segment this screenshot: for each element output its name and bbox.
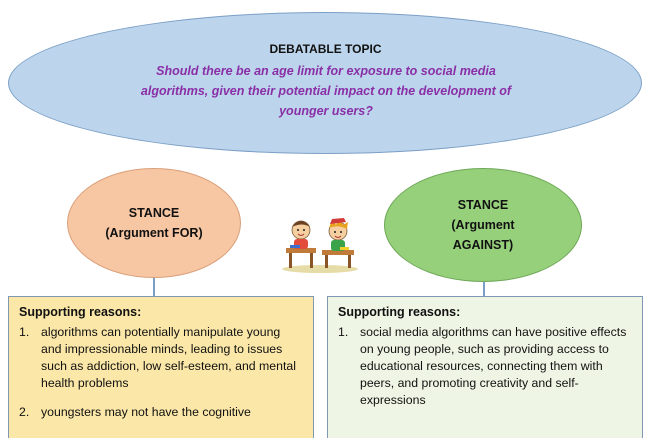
- topic-ellipse: [8, 12, 642, 154]
- stance-against-ellipse: STANCE (Argument AGAINST): [384, 168, 582, 282]
- topic-heading: DEBATABLE TOPIC: [269, 42, 382, 56]
- reasons-for-box: Supporting reasons: 1. algorithms can po…: [8, 296, 314, 438]
- kids-at-desks-illustration: [282, 218, 358, 273]
- stance-for-ellipse: STANCE (Argument FOR): [67, 168, 241, 278]
- topic-question-line: algorithms, given their potential impact…: [140, 84, 512, 98]
- list-item: 1. algorithms can potentially manipulate…: [19, 324, 303, 392]
- topic-question-line: younger users?: [279, 104, 373, 118]
- list-item-number: 1.: [338, 325, 349, 339]
- topic-question-line: Should there be an age limit for exposur…: [156, 64, 496, 78]
- reasons-against-title: Supporting reasons:: [338, 305, 461, 319]
- list-item-number: 2.: [19, 405, 30, 419]
- stance-against-label: STANCE: [457, 198, 509, 212]
- reasons-against-box: Supporting reasons: 1. social media algo…: [327, 296, 643, 438]
- reasons-for-title: Supporting reasons:: [19, 305, 142, 319]
- stance-against-sublabel-2: AGAINST): [452, 238, 514, 252]
- list-item-number: 1.: [19, 325, 30, 339]
- connector-for: [153, 278, 155, 296]
- list-item-text: algorithms can potentially manipulate yo…: [41, 325, 296, 390]
- list-item: 2. youngsters may not have the cognitive: [19, 404, 303, 421]
- stance-against-sublabel: (Argument: [451, 218, 515, 232]
- connector-against: [483, 282, 485, 296]
- list-item: 1. social media algorithms can have posi…: [338, 324, 632, 409]
- list-item-text: social media algorithms can have positiv…: [360, 325, 627, 407]
- topic-question: Should there be an age limit for exposur…: [128, 61, 524, 121]
- stance-for-sublabel: (Argument FOR): [105, 226, 203, 240]
- stance-for-label: STANCE: [128, 206, 180, 220]
- list-item-text: youngsters may not have the cognitive: [41, 405, 251, 419]
